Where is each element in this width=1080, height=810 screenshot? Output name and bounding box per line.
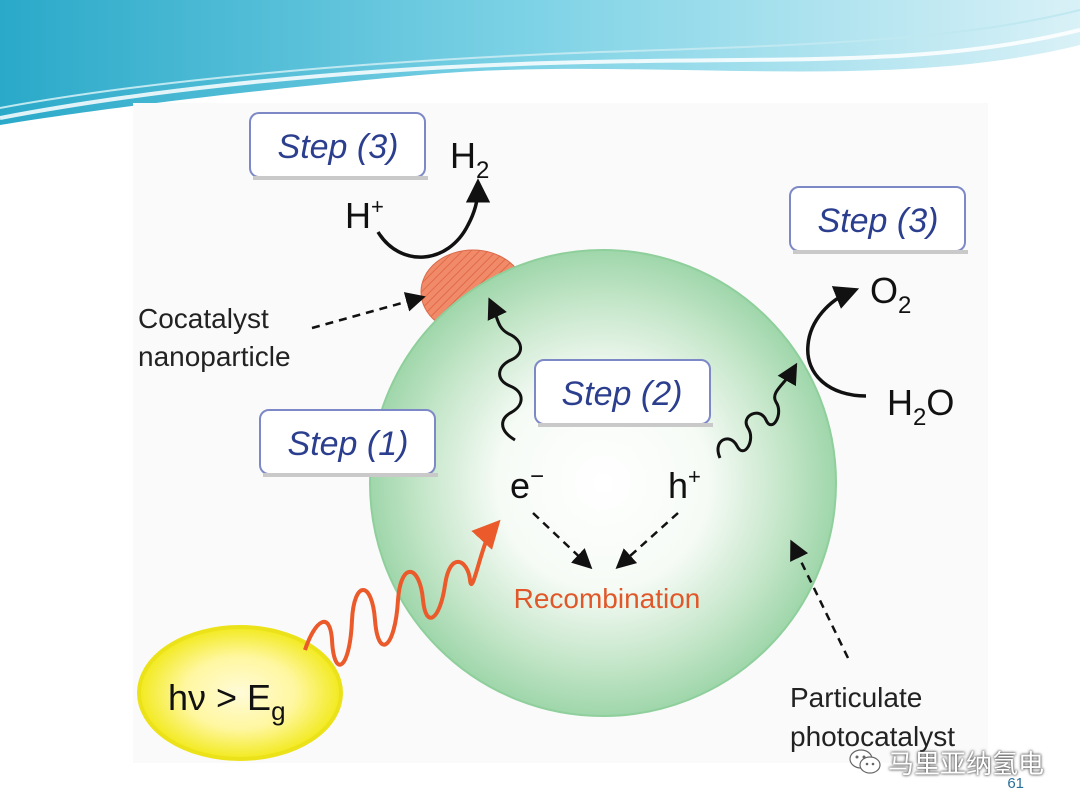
hole-migration-wave-icon (716, 362, 798, 459)
photocatalyst-pointer-arrow (790, 539, 850, 659)
watermark: 马里亚纳氢电 (848, 745, 1044, 780)
svg-text:Step (1): Step (1) (288, 425, 409, 463)
reduction-arrow-icon (376, 178, 491, 259)
proton-label: H+ (345, 194, 384, 236)
header-wave-line (0, 9, 1080, 109)
step-3-box-top: Step (3) (249, 112, 428, 180)
h2-product-label: H2 (450, 135, 489, 184)
page-number: 61 (1007, 775, 1024, 792)
photocatalyst-particle (369, 249, 837, 717)
o2-product-label: O2 (870, 270, 911, 319)
svg-text:Step (2): Step (2) (562, 375, 683, 413)
oxidation-arrow-icon (806, 286, 867, 398)
photocatalyst-label-line1: Particulate (790, 682, 922, 713)
photocatalyst-label-line2: photocatalyst (790, 721, 955, 752)
svg-text:Step (3): Step (3) (818, 202, 939, 240)
cocatalyst-label-line1: Cocatalyst (138, 303, 269, 334)
cocatalyst-label-line2: nanoparticle (138, 341, 291, 372)
electron-migration-wave-icon (487, 297, 523, 442)
photon-wave-icon (303, 519, 501, 667)
electron-label: e− (510, 463, 544, 506)
watermark-text: 马里亚纳氢电 (887, 749, 1044, 780)
hole-label: h+ (668, 464, 701, 506)
photon-source-glow (137, 625, 343, 761)
step-1-box: Step (1) (259, 409, 438, 477)
header-wave-highlight (0, 28, 1080, 120)
step-3-box-right: Step (3) (789, 186, 968, 254)
wechat-icon (849, 749, 881, 774)
recombination-label: Recombination (514, 583, 701, 614)
electron-recombination-arrow (532, 512, 593, 570)
photon-energy-label: hν > Eg (168, 677, 286, 726)
cocatalyst-pointer-arrow (311, 292, 426, 330)
svg-text:Step (3): Step (3) (278, 128, 399, 166)
water-label: H2O (887, 382, 954, 431)
step-2-box: Step (2) (534, 359, 713, 427)
